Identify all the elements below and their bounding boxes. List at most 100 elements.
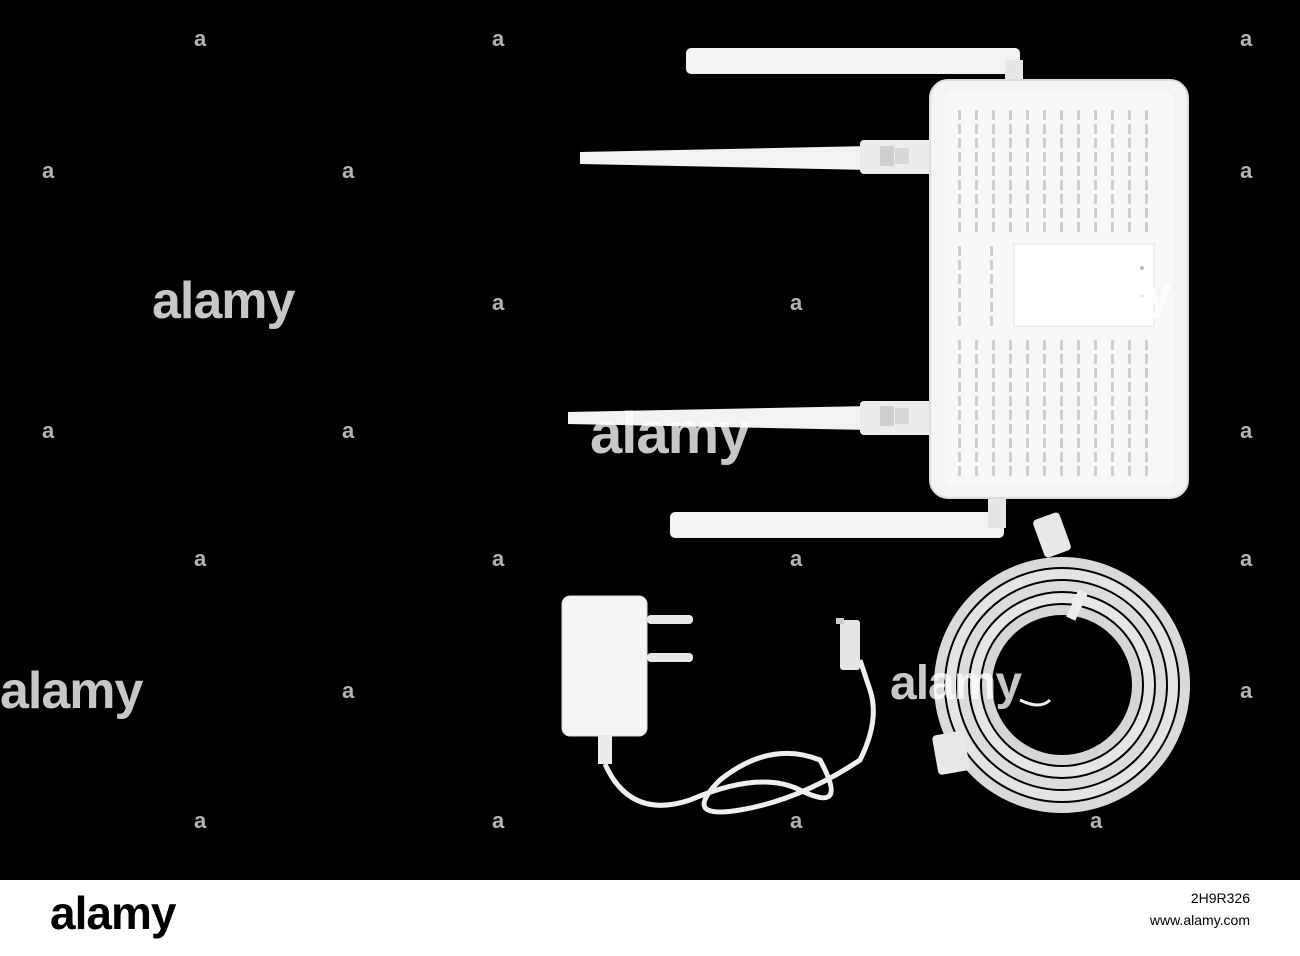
vent-slot [1145,396,1148,406]
vent-slot [975,340,978,350]
vent-slot [992,382,995,392]
vent-slot [1111,222,1114,232]
vent-slot [958,138,961,148]
vent-slot [1026,382,1029,392]
vent-slot [1077,124,1080,134]
vent-slot [958,302,961,312]
vent-slot [1128,222,1131,232]
vent-slot [1043,382,1046,392]
vent-slot [1128,194,1131,204]
vent-slot [1094,194,1097,204]
vent-slot [1145,452,1148,462]
vent-slot [1026,222,1029,232]
vent-slot [1094,424,1097,434]
vent-slot [1145,222,1148,232]
vent-slot [992,340,995,350]
vent-slot [992,166,995,176]
stock-footer: alamy 2H9R326 www.alamy.com [0,880,1300,956]
vent-slot [1128,438,1131,448]
vent-slot [992,396,995,406]
vent-slot [1145,166,1148,176]
vent-slot [1043,396,1046,406]
vent-slot [992,368,995,378]
alamy-watermark-a: a [42,418,55,443]
vent-slot [992,180,995,190]
vent-slot [1145,124,1148,134]
vent-slot [1128,354,1131,364]
vent-slot [1094,466,1097,476]
vent-slot [1128,110,1131,120]
alamy-watermark-a: a [1240,546,1253,571]
alamy-watermark: alamy [1040,267,1172,320]
vent-slot [1111,180,1114,190]
vent-slot [1111,110,1114,120]
vent-slot [1145,180,1148,190]
vent-slot [1128,368,1131,378]
vent-slot [1009,354,1012,364]
vent-slot [1009,452,1012,462]
alamy-watermark-a: a [194,546,207,571]
vent-slot [992,466,995,476]
vent-slot [990,302,993,312]
vent-slot [1060,166,1063,176]
vent-slot [958,452,961,462]
vent-slot [992,410,995,420]
vent-slot [1145,340,1148,350]
router-antenna [580,140,935,174]
vent-slot [992,138,995,148]
vent-slot [990,274,993,284]
vent-slot [1043,354,1046,364]
vent-slot [958,288,961,298]
vent-slot [1009,438,1012,448]
vent-slot [958,438,961,448]
vent-slot [958,316,961,326]
vent-slot [990,246,993,256]
vent-slot [1111,340,1114,350]
vent-slot [1060,124,1063,134]
vent-slot [1009,382,1012,392]
vent-slot [1145,368,1148,378]
vent-slot [1043,194,1046,204]
vent-slot [1060,222,1063,232]
vent-slot [1026,410,1029,420]
vent-slot [1060,180,1063,190]
vent-slot [1043,124,1046,134]
vent-slot [992,222,995,232]
vent-slot [1009,166,1012,176]
vent-slot [1145,466,1148,476]
vent-slot [1128,152,1131,162]
vent-slot [1145,354,1148,364]
vent-slot [1094,354,1097,364]
vent-slot [1111,208,1114,218]
vent-slot [958,124,961,134]
vent-slot [1077,438,1080,448]
vent-slot [975,466,978,476]
vent-slot [1111,124,1114,134]
vent-slot [958,466,961,476]
vent-slot [1111,138,1114,148]
vent-slot [1077,194,1080,204]
vent-slot [1077,222,1080,232]
vent-slot [1026,152,1029,162]
vent-slot [1094,152,1097,162]
vent-slot [1111,382,1114,392]
alamy-watermark-a: a [342,678,355,703]
vent-slot [1145,424,1148,434]
alamy-watermark-a: a [1090,808,1103,833]
alamy-watermark-a: a [194,808,207,833]
vent-slot [1026,180,1029,190]
alamy-watermark: alamy [590,401,750,466]
vent-slot [1111,452,1114,462]
alamy-watermark: alamy [890,657,1022,710]
vent-slot [1077,166,1080,176]
vent-slot [1077,466,1080,476]
vent-slot [975,368,978,378]
vent-slot [992,208,995,218]
vent-slot [1026,124,1029,134]
alamy-watermark-a: a [1240,26,1253,51]
vent-slot [1111,194,1114,204]
vent-slot [1111,410,1114,420]
vent-slot [1026,194,1029,204]
vent-slot [1094,180,1097,190]
